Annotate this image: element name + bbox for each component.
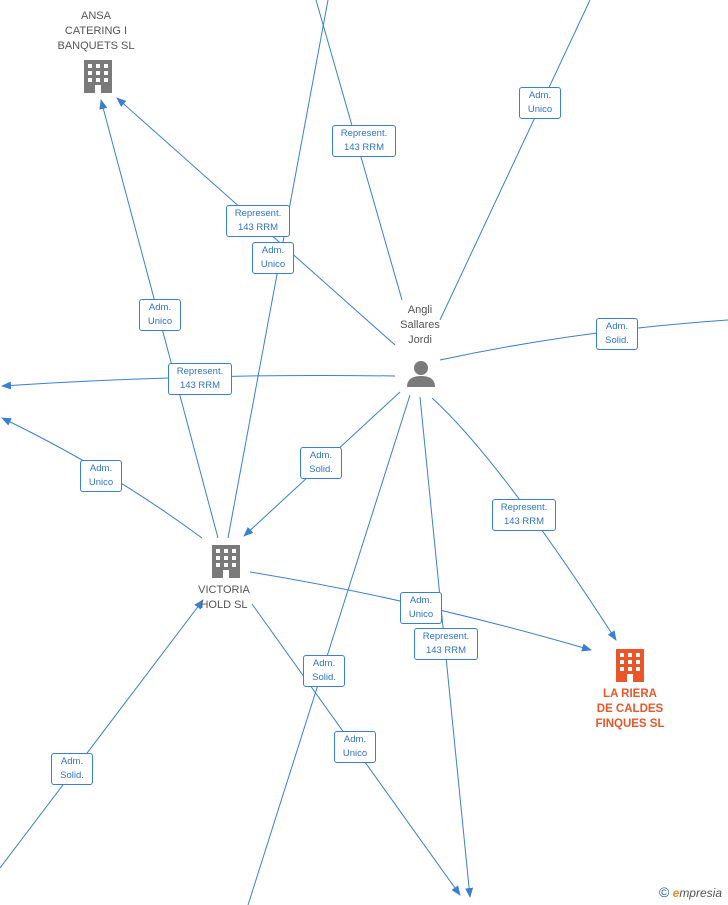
edge-label-line: Adm. [309,450,333,461]
edge-label-line: 143 RRM [503,516,545,527]
edge-angli-ansa [116,97,396,346]
person-icon [407,361,435,387]
edge-label-line: 143 RRM [343,142,385,153]
edge-angli-right [439,319,728,361]
edge-label[interactable]: Adm. Solid. [303,655,345,687]
edge-label-line: Represent. [422,631,470,642]
edge-label-line: Adm. [261,245,285,256]
label-line: VICTORIA [198,584,250,596]
edge-label-line: Adm. [312,658,336,669]
edge-label-line: 143 RRM [425,645,467,656]
edge-label[interactable]: Adm. Unico [252,242,294,274]
edge-label[interactable]: Adm. Unico [80,460,122,492]
edge-label[interactable]: Adm. Solid. [51,753,93,785]
edge-label[interactable]: Adm. Solid. [300,447,342,479]
company-label-ansa[interactable]: ANSA CATERING I BANQUETS SL [46,9,146,54]
edge-label[interactable]: Adm. Unico [400,592,442,624]
edge-label-line: Solid. [312,672,336,683]
edge-label-line: Adm. [528,90,552,101]
edge-label-line: Solid. [60,770,84,781]
company-label-riera[interactable]: LA RIERA DE CALDES FINQUES SL [580,687,680,732]
label-line: FINQUES SL [595,718,665,730]
label-line: HOLD SL [200,599,248,611]
label-line: ANSA [81,10,111,22]
label-line: Sallares [400,319,440,331]
edge-label-line: Unico [260,259,286,270]
edge-label-line: 143 RRM [237,222,279,233]
edge-label-line: Unico [342,748,368,759]
edge-bottomleft-victoria [0,599,204,869]
label-line: Jordi [408,334,432,346]
edge-label-line: Adm. [89,463,113,474]
edge-label-line: Represent. [176,366,224,377]
edge-angli-riera [431,397,617,641]
edge-label[interactable]: Represent. 143 RRM [168,363,232,395]
label-line: LA RIERA [603,688,657,700]
edge-label-line: Adm. [148,302,172,313]
person-label-angli[interactable]: Angli Sallares Jordi [382,303,458,348]
copyright-symbol: © [658,884,670,900]
edge-label[interactable]: Represent. 143 RRM [332,125,396,157]
edge-label-line: Adm. [605,321,629,332]
edge-label-line: 143 RRM [179,380,221,391]
edge-label-line: Unico [88,477,114,488]
brand-initial: e [672,886,680,900]
edge-label-line: Solid. [605,335,629,346]
edge-label[interactable]: Adm. Unico [519,87,561,119]
edge-label-line: Adm. [343,734,367,745]
label-line: BANQUETS SL [57,40,135,52]
edge-label-line: Solid. [309,464,333,475]
edge-label-line: Adm. [60,756,84,767]
edge-label[interactable]: Adm. Unico [334,731,376,763]
edge-label[interactable]: Adm. Unico [139,299,181,331]
edge-label-line: Unico [147,316,173,327]
edge-label-line: Represent. [500,502,548,513]
empresia-logo: © empresia [659,884,722,900]
edge-angli-bottomleft [247,394,411,905]
edge-label[interactable]: Represent. 143 RRM [492,499,556,531]
label-line: Angli [407,304,433,316]
edge-label-line: Represent. [234,208,282,219]
edge-label[interactable]: Adm. Solid. [596,318,638,350]
edge-label-line: Represent. [340,128,388,139]
building-icon [212,545,240,578]
company-label-victoria[interactable]: VICTORIA HOLD SL [184,583,264,613]
edge-angli-topright [439,0,591,321]
building-icon [84,60,112,93]
label-line: DE CALDES [596,703,664,715]
edge-label[interactable]: Represent. 143 RRM [414,628,478,660]
edge-label-line: Unico [408,609,434,620]
edge-label-line: Unico [527,104,553,115]
brand-name: mpresia [679,886,722,900]
edge-label[interactable]: Represent. 143 RRM [226,205,290,237]
label-line: CATERING I [64,25,128,37]
edge-label-line: Adm. [409,595,433,606]
building-icon [616,649,644,682]
